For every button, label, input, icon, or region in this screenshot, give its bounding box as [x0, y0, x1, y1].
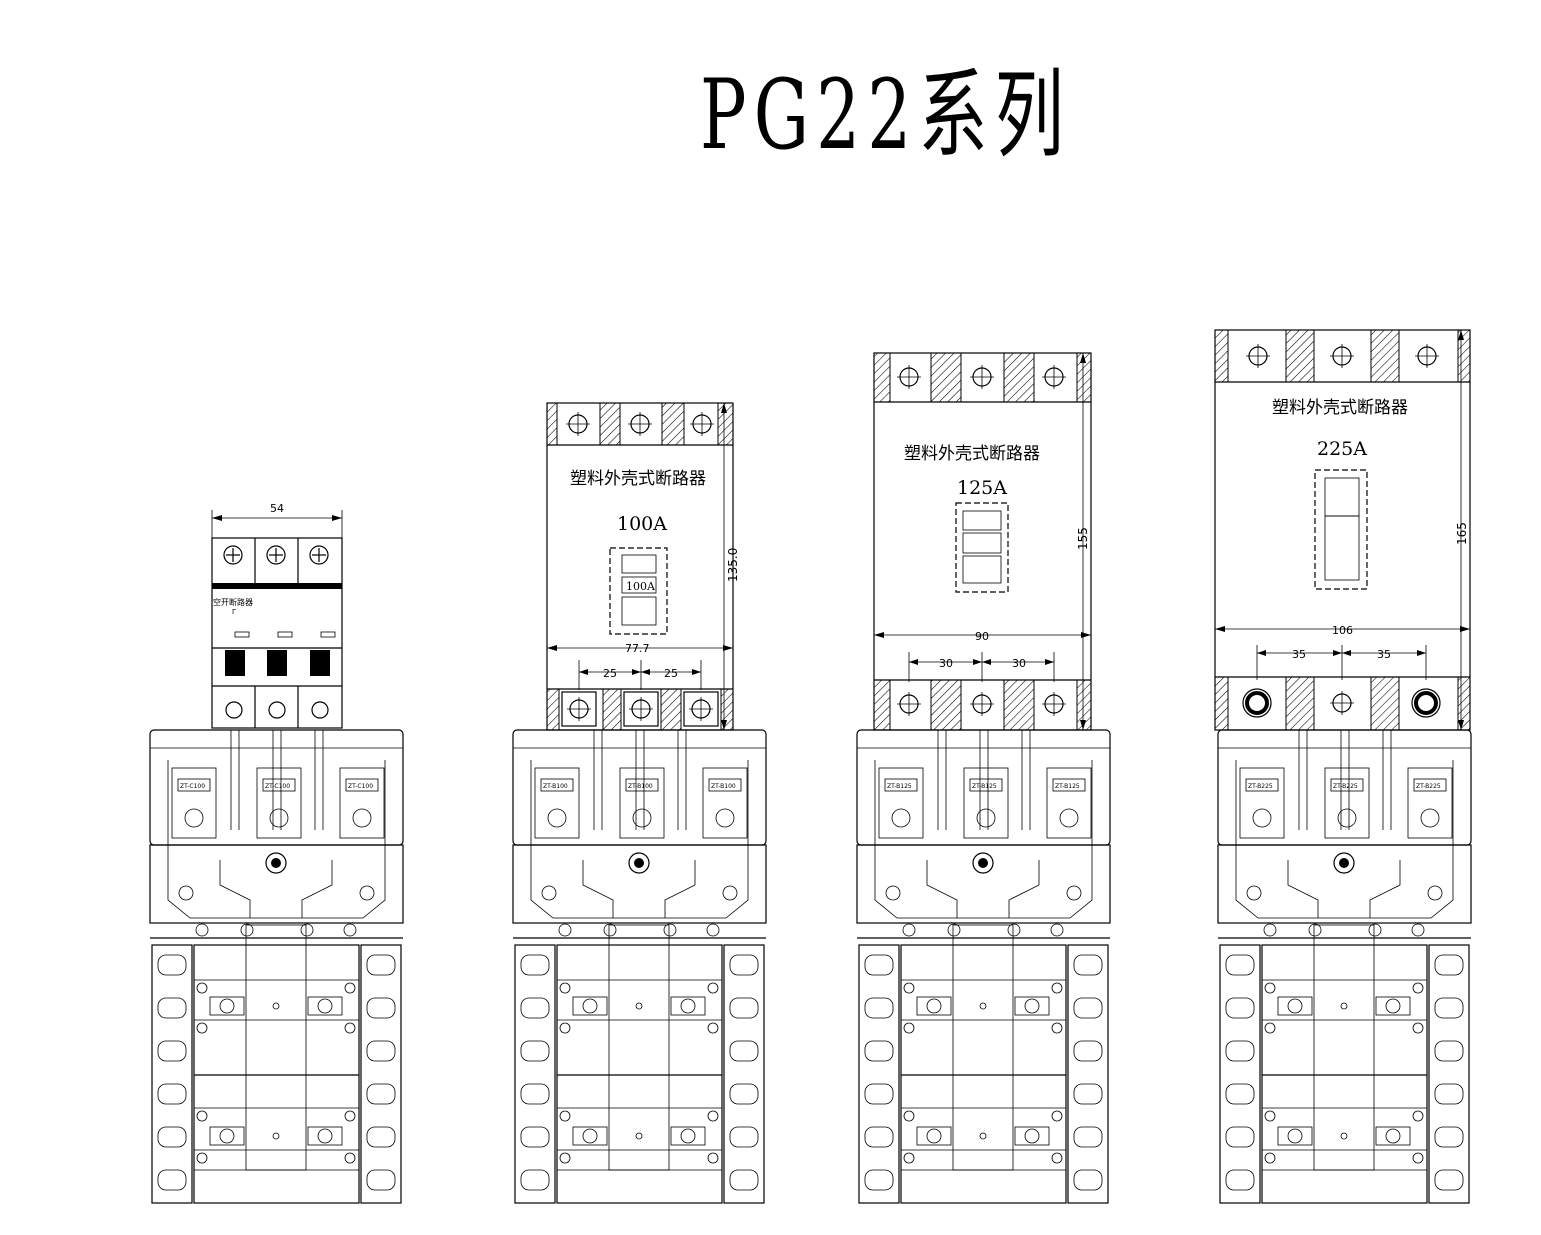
mccb-225-breaker: 塑料外壳式断路器 225A [1214, 329, 1471, 731]
pitch-dimension: 30 30 [908, 652, 1055, 682]
terminal-screw-icon [1042, 365, 1066, 389]
height-dimension-value: 155 [1076, 527, 1090, 550]
width-dimension: 54 [211, 502, 343, 538]
pitch-dimension-value: 30 [939, 657, 953, 670]
terminal-screw-icon [1042, 692, 1066, 716]
terminal-screw-icon [689, 697, 713, 721]
busbar-tag: ZT-B100 [543, 783, 568, 790]
busbar-base: ZT-B100 ZT-B100 ZT-B100 [512, 729, 767, 1204]
busbar-tag: ZT-C100 [180, 783, 205, 790]
terminal-screw-icon [566, 412, 590, 436]
width-dimension-value: 77.7 [625, 642, 650, 655]
busbar-tag: ZT-B125 [972, 783, 997, 790]
terminal-screw-icon [970, 365, 994, 389]
terminal-screw-icon [266, 545, 286, 565]
breaker-rating: 125A [957, 477, 1007, 499]
large-terminal-screw-icon [1411, 688, 1441, 718]
pitch-dimension: 25 25 [578, 660, 702, 690]
width-dimension: 90 [874, 630, 1091, 643]
terminal-screw-icon [690, 412, 714, 436]
terminal-screw-icon [1330, 344, 1354, 368]
handle-rating: 100A [626, 580, 656, 593]
mcb-unit: 空开断路器 Γ 54 [211, 502, 343, 729]
height-dimension: 155 [1076, 353, 1090, 730]
busbar-tag: ZT-B225 [1333, 783, 1358, 790]
height-dimension-value: 135.0 [726, 548, 740, 582]
breaker-label: 塑料外壳式断路器 [904, 444, 1040, 464]
busbar-tag: ZT-B125 [1055, 783, 1080, 790]
busbar-base: ZT-C100 ZT-C100 ZT-C100 [149, 729, 404, 1204]
height-dimension: 165 [1455, 330, 1469, 730]
pitch-dimension-value: 25 [664, 667, 678, 680]
height-dimension-value: 165 [1455, 522, 1469, 545]
busbar-tag: ZT-B100 [711, 783, 736, 790]
mccb-100-breaker: 塑料外壳式断路器 100A 100A [546, 402, 734, 731]
busbar-tag: ZT-B100 [628, 783, 653, 790]
width-dimension: 106 [1215, 624, 1470, 637]
width-dimension: 77.7 [547, 642, 733, 655]
terminal-screw-icon [897, 692, 921, 716]
busbar-tag: ZT-B225 [1248, 783, 1273, 790]
breaker-rating: 100A [617, 513, 667, 535]
terminal-screw-icon [970, 692, 994, 716]
breaker-rating: 225A [1317, 438, 1367, 460]
mccb-125-breaker: 塑料外壳式断路器 125A [873, 352, 1092, 731]
mccb-225-unit: 塑料外壳式断路器 225A 106 [1214, 329, 1471, 731]
large-terminal-screw-icon [1242, 688, 1272, 718]
busbar-base: ZT-B225 ZT-B225 ZT-B225 [1217, 729, 1472, 1204]
mccb-125-unit: 塑料外壳式断路器 125A 90 [873, 352, 1092, 731]
breaker-label: 空开断路器 [213, 597, 253, 607]
terminal-screw-icon [223, 545, 243, 565]
busbar-base: ZT-B125 ZT-B125 ZT-B125 [856, 729, 1111, 1204]
terminal-screw-icon [1246, 344, 1270, 368]
terminal-screw-icon [1330, 691, 1354, 715]
busbar-tag: ZT-B225 [1416, 783, 1441, 790]
busbar-tag: ZT-C100 [265, 783, 290, 790]
height-dimension: 135.0 [721, 403, 740, 730]
pitch-dimension-value: 35 [1292, 648, 1306, 661]
busbar-tag: ZT-B125 [887, 783, 912, 790]
width-dimension-value: 90 [975, 630, 989, 643]
mccb-100-unit: 塑料外壳式断路器 100A 100A 77.7 [546, 402, 740, 731]
busbar-tag: ZT-C100 [348, 783, 373, 790]
width-dimension-value: 54 [270, 502, 284, 515]
breaker-label: 塑料外壳式断路器 [570, 469, 706, 489]
terminal-screw-icon [629, 697, 653, 721]
width-dimension-value: 106 [1332, 624, 1353, 637]
terminal-screw-icon [567, 697, 591, 721]
pitch-dimension-value: 30 [1012, 657, 1026, 670]
terminal-screw-icon [1415, 344, 1439, 368]
pitch-dimension: 35 35 [1256, 645, 1427, 680]
mcb-breaker: 空开断路器 Γ [211, 537, 343, 729]
breaker-label: 塑料外壳式断路器 [1272, 398, 1408, 418]
breaker-mark: Γ [232, 608, 236, 616]
terminal-screw-icon [628, 412, 652, 436]
pitch-dimension-value: 35 [1377, 648, 1391, 661]
terminal-screw-icon [897, 365, 921, 389]
terminal-screw-icon [309, 545, 329, 565]
pitch-dimension-value: 25 [603, 667, 617, 680]
